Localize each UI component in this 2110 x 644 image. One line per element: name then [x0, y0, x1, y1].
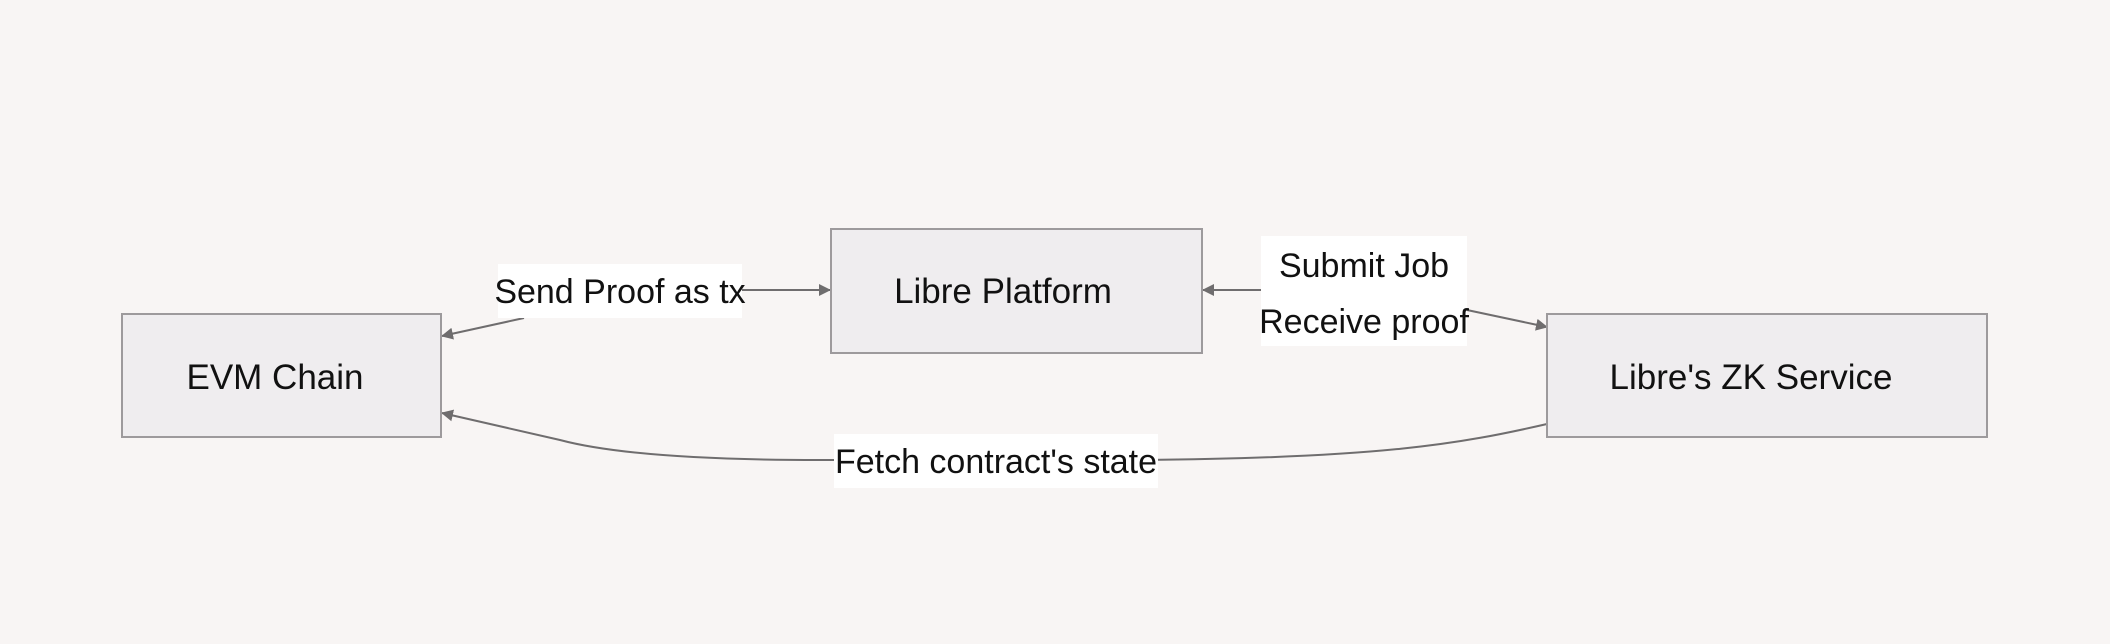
node-evm-chain: EVM Chain	[121, 313, 442, 438]
edge-label-fetch-state-text: Fetch contract's state	[835, 443, 1157, 481]
node-zk-service: Libre's ZK Service	[1546, 313, 1988, 438]
node-evm-chain-label: EVM Chain	[186, 358, 363, 397]
node-libre-platform-label: Libre Platform	[894, 272, 1112, 311]
node-libre-platform: Libre Platform	[830, 228, 1203, 354]
edge-label-submit-job-text: Submit Job	[1279, 247, 1449, 285]
node-zk-service-label: Libre's ZK Service	[1610, 358, 1893, 397]
edge-receive-proof-to-zk	[1466, 309, 1548, 331]
edge-label-send-proof-text: Send Proof as tx	[494, 273, 745, 311]
edge-label-fetch-state: Fetch contract's state	[834, 434, 1158, 488]
edge-send-proof-to-evm	[441, 317, 525, 340]
edge-label-receive-proof-text: Receive proof	[1259, 303, 1469, 341]
edge-label-submit-receive: Submit Job Receive proof	[1259, 236, 1469, 346]
edge-label-send-proof: Send Proof as tx	[494, 264, 746, 318]
